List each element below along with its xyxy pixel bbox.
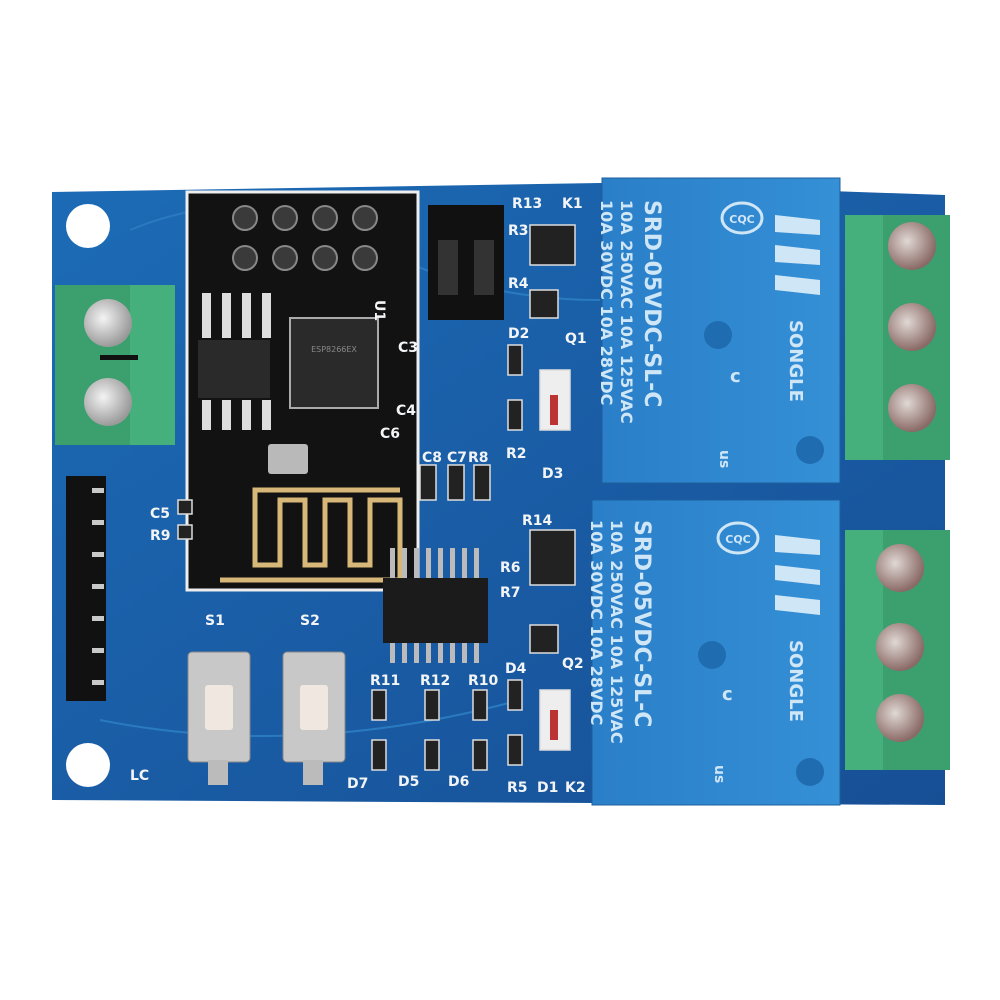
cqc-logo [720, 201, 764, 235]
relay-rating-1: 10A 250VAC 10A 125VAC [617, 200, 636, 424]
silk-s1: S1 [205, 613, 225, 629]
pcb-antenna [220, 487, 403, 583]
ul-suffix: us [711, 765, 727, 783]
silk-r13: R13 [512, 196, 542, 212]
silk-r9: R9 [150, 528, 171, 544]
silk-k2: K2 [565, 780, 586, 796]
chip-label: ESP8266EX [311, 345, 357, 354]
silk-c7: C7 [447, 450, 467, 466]
crystal [268, 444, 308, 474]
screw-icon[interactable] [84, 378, 132, 426]
screw-icon[interactable] [888, 303, 936, 351]
cert-label: CQC [725, 533, 751, 546]
mounting-hole [66, 204, 110, 248]
silk-lc: LC [130, 768, 149, 784]
silk-s2: S2 [300, 613, 320, 629]
silk-d3: D3 [542, 466, 563, 482]
silk-r5: R5 [507, 780, 528, 796]
ul-prefix: c [722, 684, 733, 705]
silk-d6: D6 [448, 774, 469, 790]
silk-c8: C8 [422, 450, 442, 466]
ul-suffix: us [716, 450, 732, 468]
silk-q1: Q1 [565, 331, 587, 347]
silk-k1: K1 [562, 196, 583, 212]
relay-rating-2: 10A 30VDC 10A 28VDC [587, 520, 606, 725]
silk-q2: Q2 [562, 656, 584, 672]
songle-logo [775, 215, 820, 295]
silk-c3: C3 [398, 340, 418, 356]
silk-d5: D5 [398, 774, 419, 790]
button-s2[interactable] [282, 651, 346, 785]
screw-icon[interactable] [876, 544, 924, 592]
songle-logo [775, 535, 820, 615]
silk-d4: D4 [505, 661, 527, 677]
relay-rating-1: 10A 250VAC 10A 125VAC [607, 520, 626, 744]
relay-k2: SRD-05VDC-SL-C 10A 250VAC 10A 125VAC 10A… [587, 499, 841, 806]
silk-r6: R6 [500, 560, 521, 576]
relay-model: SRD-05VDC-SL-C [629, 520, 654, 727]
diode-d1 [550, 710, 558, 740]
screw-icon[interactable] [876, 694, 924, 742]
screw-icon[interactable] [876, 623, 924, 671]
silk-d2: D2 [508, 326, 529, 342]
screw-icon[interactable] [888, 384, 936, 432]
relay1-terminal-block [845, 215, 950, 460]
ul-prefix: c [730, 366, 741, 387]
silk-c6: C6 [380, 426, 400, 442]
relay-brand: SONGLE [785, 640, 806, 722]
silk-c5: C5 [150, 506, 170, 522]
screw-icon[interactable] [888, 222, 936, 270]
relay-k1: SRD-05VDC-SL-C 10A 250VAC 10A 125VAC 10A… [597, 177, 841, 484]
relay2-terminal-block [845, 530, 950, 770]
cqc-logo [716, 521, 760, 555]
screw-icon[interactable] [84, 299, 132, 347]
silk-r2: R2 [506, 446, 527, 462]
smd-components [177, 224, 576, 771]
relay-rating-2: 10A 30VDC 10A 28VDC [597, 200, 616, 405]
pin-header [66, 476, 106, 701]
button-s1[interactable] [187, 651, 251, 785]
power-terminal-block [55, 285, 175, 445]
silk-r11: R11 [370, 673, 400, 689]
silk-c4: C4 [396, 403, 416, 419]
silk-r4: R4 [508, 276, 529, 292]
silk-u1: U1 [371, 300, 387, 321]
silk-r8: R8 [468, 450, 489, 466]
silk-r12: R12 [420, 673, 450, 689]
silk-r7: R7 [500, 585, 521, 601]
esp-chip [289, 317, 379, 409]
relay-model: SRD-05VDC-SL-C [639, 200, 664, 407]
diode-d3 [550, 395, 558, 425]
relay-brand: SONGLE [785, 320, 806, 402]
mounting-hole [66, 743, 110, 787]
silk-r3: R3 [508, 223, 529, 239]
silk-d7: D7 [347, 776, 368, 792]
silk-r10: R10 [468, 673, 499, 689]
jumper[interactable] [428, 205, 504, 320]
cert-label: CQC [729, 213, 755, 226]
driver-ic [383, 548, 488, 663]
silk-r14: R14 [522, 513, 553, 529]
esp-wifi-module: ESP8266EX U1 [185, 190, 420, 592]
silk-d1: D1 [537, 780, 558, 796]
